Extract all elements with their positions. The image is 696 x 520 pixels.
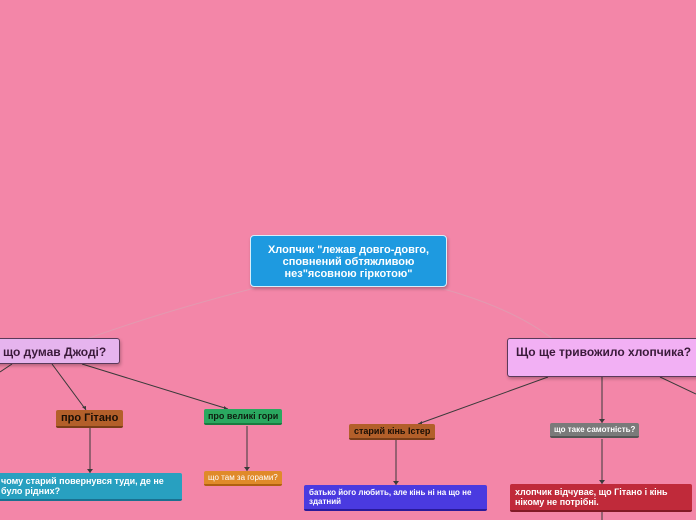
- subtopic-nobody-needs[interactable]: хлопчик відчуває, що Гітано і кінь ніком…: [510, 484, 692, 512]
- link-left-mountains: [81, 363, 229, 410]
- subtopic-gitano[interactable]: про Гітано: [56, 410, 124, 428]
- subtopic-old-horse[interactable]: старий кінь Істер: [349, 424, 436, 440]
- subtopic-loneliness[interactable]: що таке самотність?: [550, 423, 640, 438]
- main-topic-left-text: що думав Джоді?: [3, 345, 107, 359]
- central-topic-text: Хлопчик "лежав довго-довго, сповнений об…: [267, 244, 430, 280]
- link-left-offscreen: [0, 363, 13, 373]
- subtopic-gitano-question-text: чому старий повернувся туди, де не було …: [1, 476, 164, 496]
- link-right-offscreen: [659, 376, 696, 395]
- subtopic-father-loves-horse[interactable]: батько його любить, але кінь ні на що не…: [304, 485, 487, 511]
- subtopic-gitano-question[interactable]: чому старий повернувся туди, де не було …: [0, 473, 182, 501]
- subtopic-old-horse-text: старий кінь Істер: [354, 426, 431, 436]
- main-topic-left[interactable]: що думав Джоді?: [0, 338, 120, 364]
- subtopic-nobody-needs-text: хлопчик відчуває, що Гітано і кінь ніком…: [515, 487, 668, 507]
- subtopic-beyond-mountains-text: що там за горами?: [208, 473, 278, 482]
- main-topic-right[interactable]: Що ще тривожило хлопчика?: [507, 338, 696, 377]
- subtopic-mountains[interactable]: про великі гори: [204, 409, 283, 425]
- subtopic-gitano-text: про Гітано: [61, 412, 119, 424]
- subtopic-loneliness-text: що таке самотність?: [554, 425, 636, 434]
- link-central-right: [439, 287, 561, 346]
- subtopic-mountains-text: про великі гори: [208, 411, 279, 421]
- central-topic[interactable]: Хлопчик "лежав довго-довго, сповнений об…: [250, 235, 447, 287]
- main-topic-right-text: Що ще тривожило хлопчика?: [516, 345, 692, 359]
- subtopic-beyond-mountains[interactable]: що там за горами?: [204, 471, 282, 486]
- link-right-ister: [417, 376, 549, 425]
- link-central-left: [69, 287, 256, 346]
- link-left-gitano: [51, 363, 87, 411]
- subtopic-father-loves-horse-text: батько його любить, але кінь ні на що не…: [309, 488, 472, 506]
